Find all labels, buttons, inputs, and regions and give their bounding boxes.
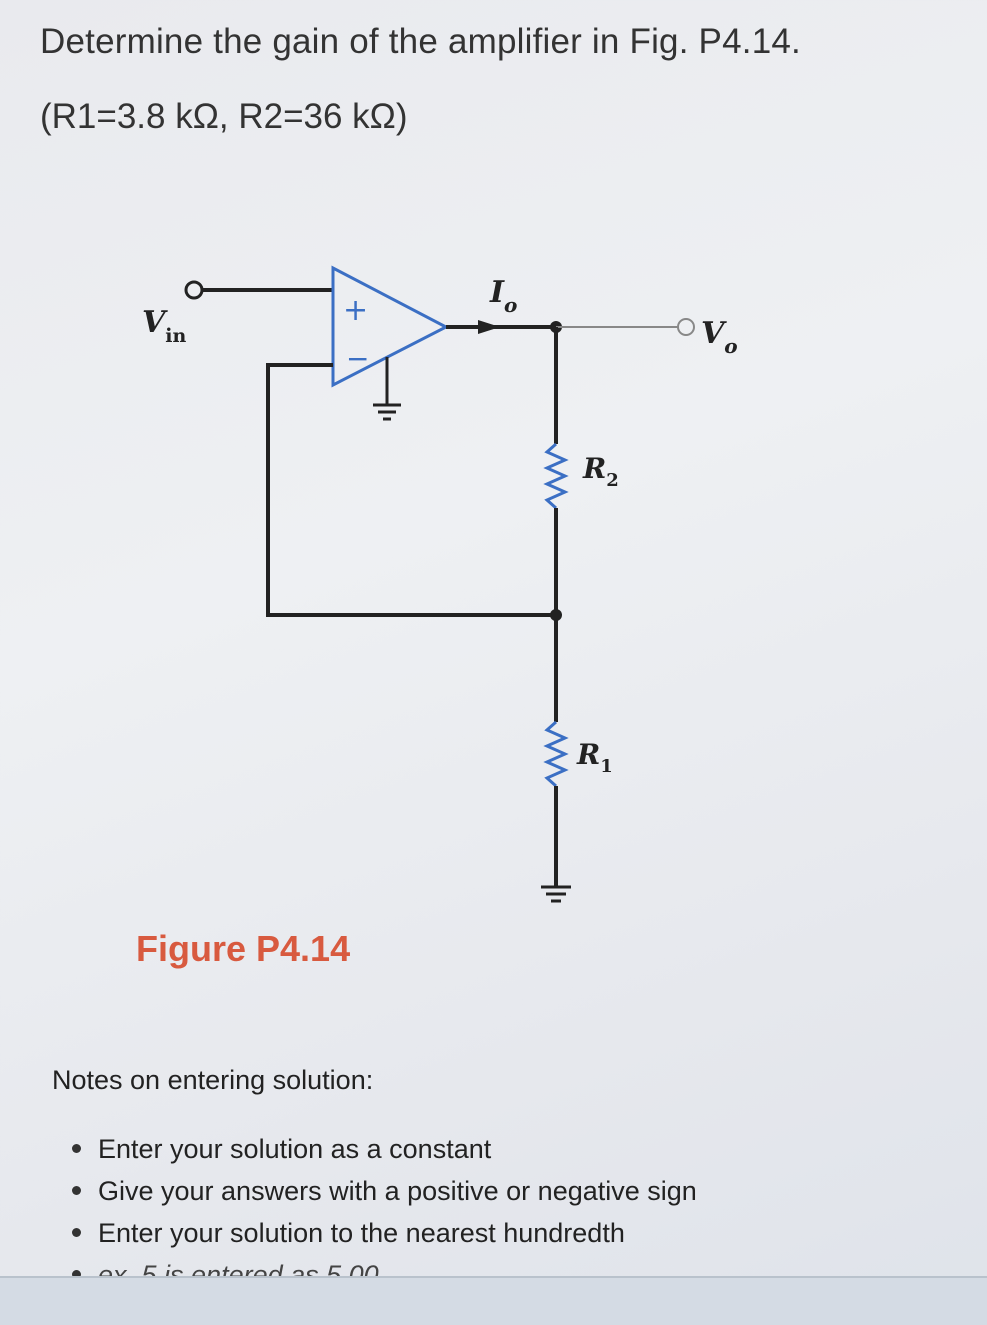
vo-terminal bbox=[677, 318, 695, 336]
problem-title: Determine the gain of the amplifier in F… bbox=[40, 22, 801, 61]
bullet-icon bbox=[72, 1186, 81, 1195]
vin-label: Vin bbox=[142, 305, 186, 347]
circuit-diagram: Vin + − Io Vo R2 R1 bbox=[142, 265, 738, 903]
list-item: Enter your solution to the nearest hundr… bbox=[70, 1212, 697, 1254]
opamp-plus-sign: + bbox=[343, 293, 368, 328]
bullet-icon bbox=[72, 1270, 81, 1278]
given-values: (R1=3.8 kΩ, R2=36 kΩ) bbox=[40, 97, 408, 136]
opamp-minus-sign: − bbox=[346, 342, 369, 375]
list-item: Give your answers with a positive or neg… bbox=[70, 1170, 697, 1212]
r2-label: R2 bbox=[582, 452, 619, 491]
list-item: Enter your solution as a constant bbox=[70, 1128, 697, 1170]
io-arrow-icon bbox=[478, 320, 500, 334]
notes-list: Enter your solution as a constant Give y… bbox=[70, 1128, 697, 1278]
opamp-triangle bbox=[331, 265, 450, 388]
vo-label: Vo bbox=[701, 316, 738, 358]
page-bottom-edge bbox=[0, 1276, 987, 1325]
list-item: ex. 5 is entered as 5.00 bbox=[70, 1254, 697, 1278]
io-label: Io bbox=[489, 275, 517, 317]
r1-ground-icon bbox=[541, 885, 571, 903]
figure-caption: Figure P4.14 bbox=[136, 928, 351, 969]
notes-heading: Notes on entering solution: bbox=[52, 1065, 374, 1095]
vin-terminal bbox=[184, 280, 204, 300]
bullet-icon bbox=[72, 1144, 81, 1153]
r1-resistor bbox=[543, 720, 569, 788]
r2-resistor bbox=[543, 442, 569, 510]
opamp-ground-icon bbox=[373, 403, 401, 421]
r1-label: R1 bbox=[576, 738, 613, 777]
bullet-icon bbox=[72, 1228, 81, 1237]
